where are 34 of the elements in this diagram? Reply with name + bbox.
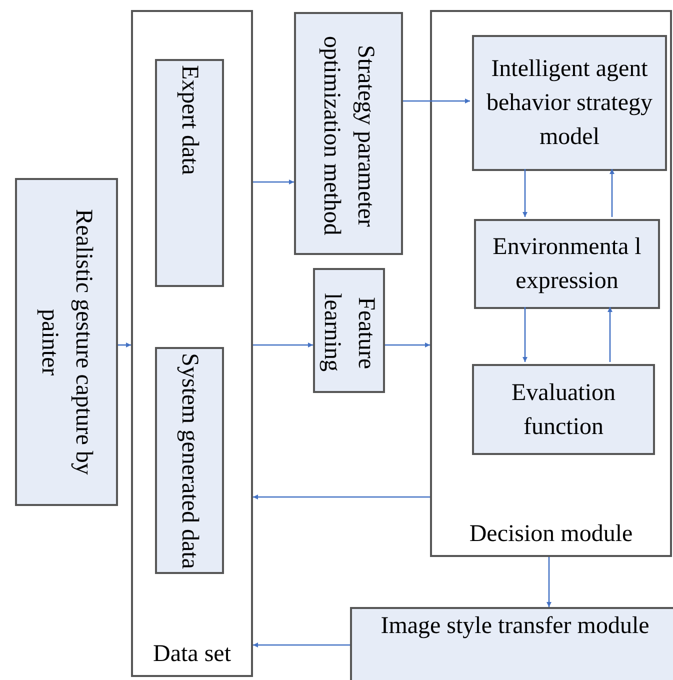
data-box — [155, 347, 224, 574]
group-box — [131, 10, 253, 677]
process-box — [350, 607, 673, 680]
node-label: Expert data — [176, 65, 204, 175]
arrow — [253, 180, 294, 184]
node-label: Feature learning — [318, 292, 380, 374]
node-label: Evaluation function — [510, 378, 616, 442]
arrow — [608, 307, 612, 362]
process-box — [313, 268, 385, 393]
process-box — [294, 12, 403, 255]
node-label: Intelligent agent behavior strategy model — [486, 55, 654, 152]
arrow — [385, 342, 430, 348]
arrow — [253, 494, 430, 500]
node-label: Image style transfer module — [380, 612, 650, 641]
arrow — [403, 98, 470, 104]
process-box — [472, 364, 655, 455]
module-box — [430, 10, 672, 557]
process-box — [15, 178, 118, 506]
node-label: Data set — [152, 640, 232, 669]
node-label: Decision module — [468, 520, 634, 549]
node-label: Environmenta l expression — [492, 233, 642, 296]
arrow — [253, 342, 313, 348]
arrow — [546, 557, 552, 607]
arrow — [610, 169, 614, 217]
process-box — [474, 219, 660, 309]
node-label: Strategy parameter optimization method — [318, 34, 380, 238]
arrow — [118, 342, 131, 348]
node-label: Realistic gesture capture by painter — [36, 208, 98, 477]
data-box — [155, 59, 224, 287]
arrow — [522, 169, 528, 217]
process-box — [472, 35, 667, 171]
arrow — [253, 642, 350, 648]
arrow — [522, 307, 528, 362]
node-label: System generated data — [176, 353, 204, 569]
